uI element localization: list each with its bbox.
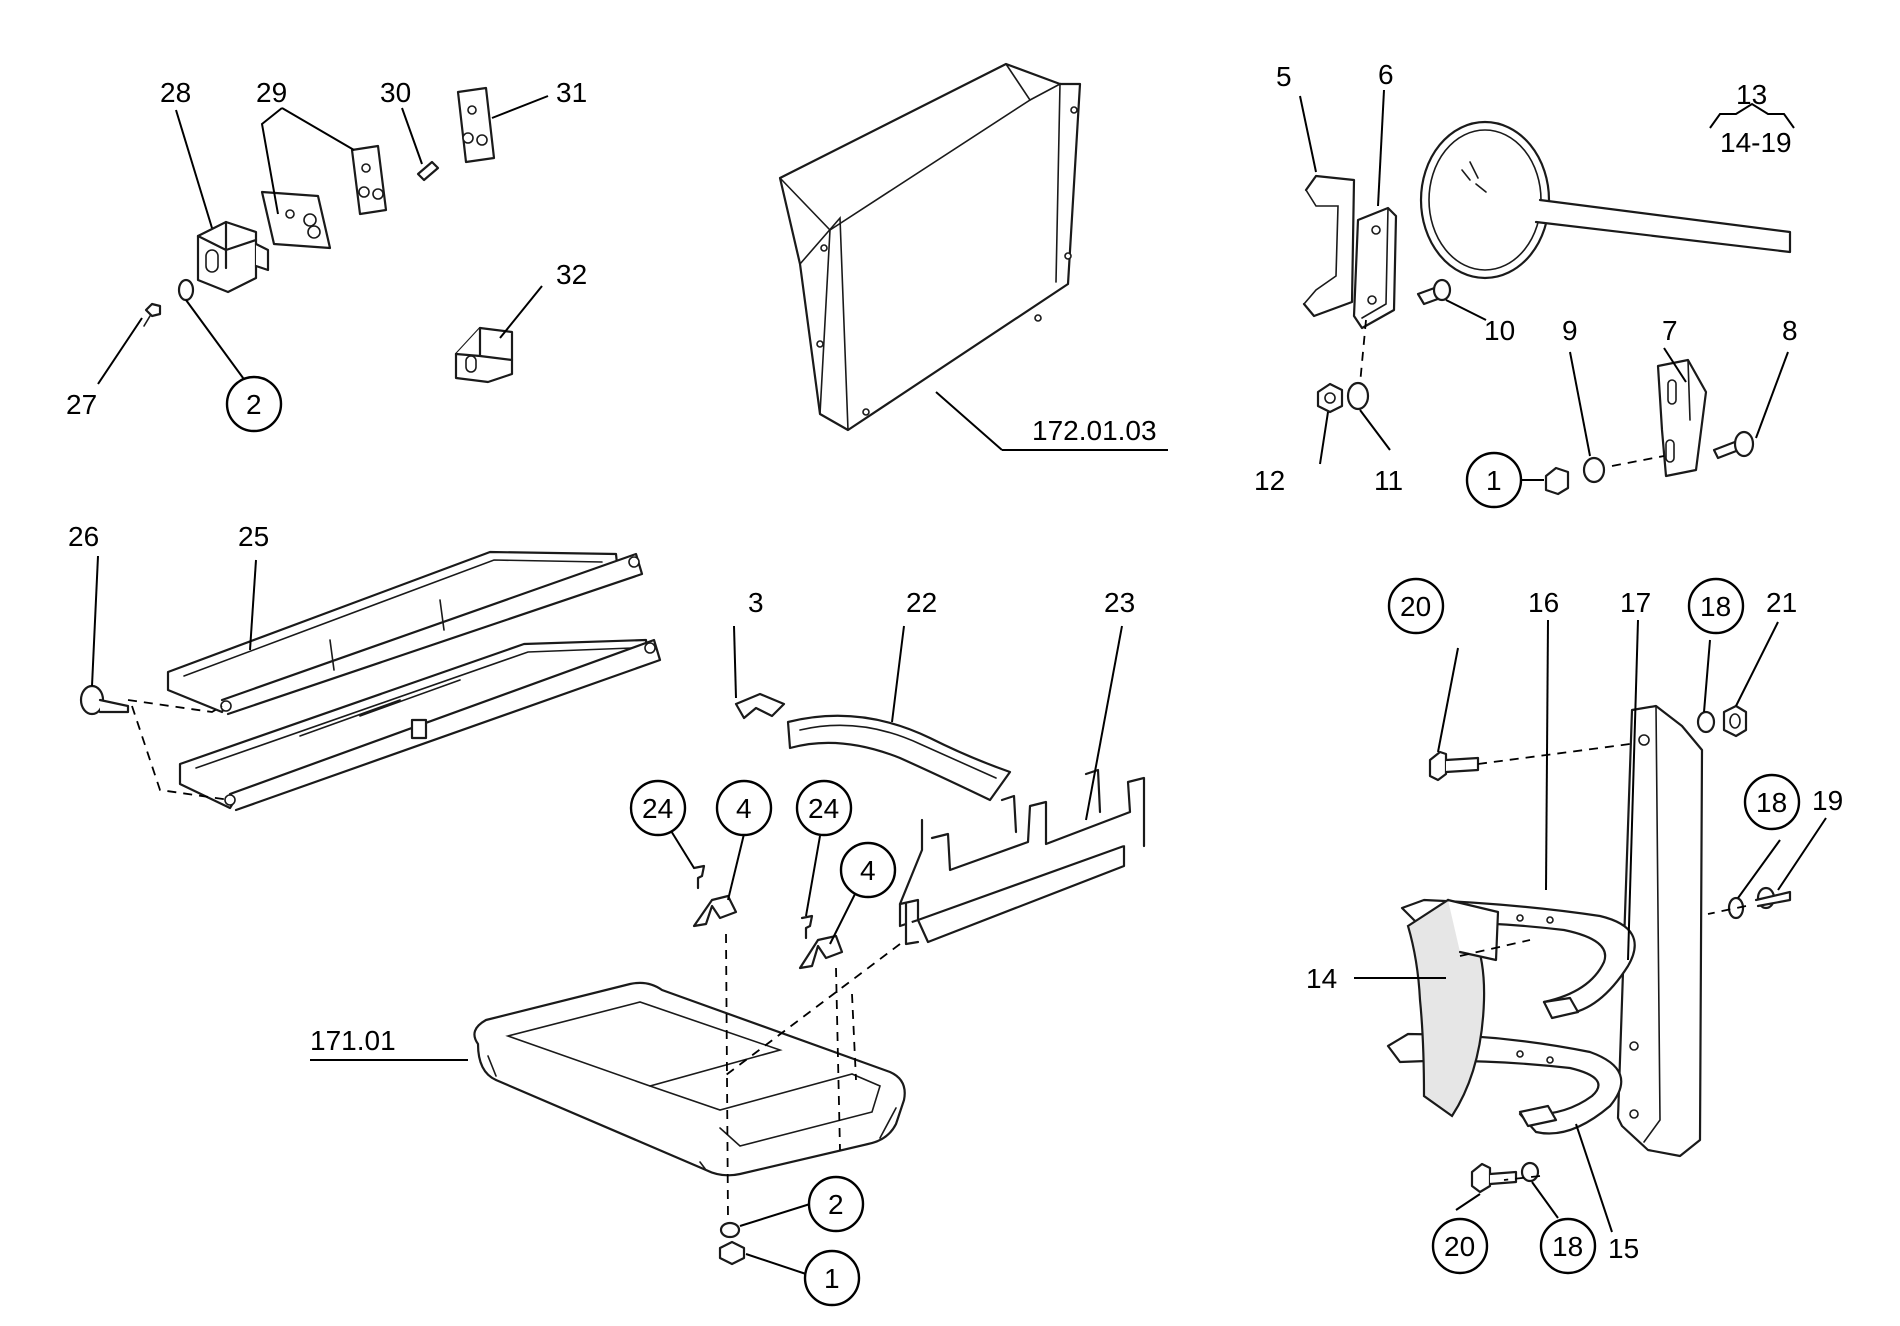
screw-19 bbox=[1754, 886, 1792, 910]
callout-1-top: 1 bbox=[1486, 465, 1502, 496]
callout-4-left: 4 bbox=[736, 793, 752, 824]
callout-14: 14 bbox=[1306, 963, 1337, 994]
callout-16: 16 bbox=[1528, 587, 1559, 618]
callout-17: 17 bbox=[1620, 587, 1651, 618]
callout-18-bottom: 18 bbox=[1552, 1231, 1583, 1262]
callout-4-right: 4 bbox=[860, 855, 876, 886]
callout-25: 25 bbox=[238, 521, 269, 552]
callout-11: 11 bbox=[1374, 465, 1403, 496]
plate-29a bbox=[260, 190, 332, 250]
callout-21: 21 bbox=[1766, 587, 1797, 618]
bolt-20b bbox=[1470, 1162, 1518, 1194]
tray-171-01 bbox=[473, 981, 906, 1177]
callout-8: 8 bbox=[1782, 315, 1798, 346]
cushion-14 bbox=[1406, 898, 1500, 1118]
callout-2-bottom: 2 bbox=[828, 1189, 844, 1220]
callout-24-left: 24 bbox=[642, 793, 673, 824]
screw-8 bbox=[1712, 430, 1755, 460]
pad-22 bbox=[786, 714, 1012, 802]
washer-18-top bbox=[1696, 710, 1716, 734]
callout-20-bottom: 20 bbox=[1444, 1231, 1475, 1262]
callout-31: 31 bbox=[556, 77, 587, 108]
callout-27: 27 bbox=[66, 389, 97, 420]
callout-32: 32 bbox=[556, 259, 587, 290]
clip-4a bbox=[692, 894, 738, 928]
callout-5: 5 bbox=[1276, 61, 1292, 92]
callout-29: 29 bbox=[256, 77, 287, 108]
callout-18-top: 18 bbox=[1700, 591, 1731, 622]
callout-24-right: 24 bbox=[808, 793, 839, 824]
leader-lines bbox=[91, 89, 1827, 1275]
callout-20-top: 20 bbox=[1400, 591, 1431, 622]
washer-11 bbox=[1346, 381, 1370, 411]
rack-23 bbox=[898, 768, 1146, 946]
clip-32 bbox=[454, 326, 514, 384]
ref-171-01: 171.01 bbox=[310, 1025, 396, 1056]
box-172-01-03 bbox=[778, 62, 1082, 432]
callout-3: 3 bbox=[748, 587, 764, 618]
callout-12: 12 bbox=[1254, 465, 1285, 496]
nut-1-bottom bbox=[718, 1240, 746, 1266]
washer-18-bottom bbox=[1520, 1161, 1540, 1183]
callout-23: 23 bbox=[1104, 587, 1135, 618]
screw-27 bbox=[143, 302, 162, 327]
assembly-dash-lines bbox=[127, 319, 1747, 1221]
washer-9 bbox=[1582, 456, 1606, 484]
callout-10: 10 bbox=[1484, 315, 1515, 346]
callout-19: 19 bbox=[1812, 785, 1843, 816]
callout-1-bottom: 1 bbox=[824, 1263, 840, 1294]
callout-22: 22 bbox=[906, 587, 937, 618]
bracket-6 bbox=[1352, 206, 1398, 330]
washer-2 bbox=[177, 278, 195, 302]
callout-2-top: 2 bbox=[246, 389, 262, 420]
washer-18-mid bbox=[1727, 896, 1745, 920]
nut-21 bbox=[1722, 704, 1748, 738]
washer-2-bottom bbox=[719, 1221, 741, 1239]
mirror-13 bbox=[1419, 120, 1792, 280]
screw-24b bbox=[800, 914, 814, 940]
callout-18-mid: 18 bbox=[1756, 787, 1787, 818]
rail-25 bbox=[166, 550, 662, 812]
plate-31 bbox=[456, 86, 496, 164]
callout-26: 26 bbox=[68, 521, 99, 552]
callout-13-range: 14-19 bbox=[1720, 127, 1792, 158]
screw-10 bbox=[1416, 278, 1452, 306]
support-17 bbox=[1616, 704, 1704, 1158]
pin-30 bbox=[416, 160, 440, 182]
callout-13: 13 bbox=[1736, 79, 1767, 110]
clip-4b bbox=[798, 934, 844, 970]
bracket-28 bbox=[196, 220, 270, 294]
bracket-5 bbox=[1302, 174, 1356, 318]
bolt-20a bbox=[1428, 750, 1480, 782]
callout-30: 30 bbox=[380, 77, 411, 108]
plate-29b bbox=[350, 144, 388, 216]
callout-labels: 28 29 30 31 32 27 2 172.01.03 5 6 13 14-… bbox=[66, 59, 1843, 1294]
callout-28: 28 bbox=[160, 77, 191, 108]
ref-172-01-03: 172.01.03 bbox=[1032, 415, 1157, 446]
callout-circles bbox=[225, 375, 1801, 1307]
nut-1-top bbox=[1544, 466, 1570, 496]
callout-6: 6 bbox=[1378, 59, 1394, 90]
callout-15: 15 bbox=[1608, 1233, 1639, 1264]
screw-26 bbox=[79, 684, 130, 716]
callout-7: 7 bbox=[1662, 315, 1678, 346]
screw-24a bbox=[692, 864, 706, 890]
clip-3 bbox=[734, 692, 786, 720]
callout-9: 9 bbox=[1562, 315, 1578, 346]
strap-16 bbox=[1400, 898, 1636, 1020]
nut-12 bbox=[1316, 382, 1344, 414]
bracket-7 bbox=[1656, 358, 1708, 478]
